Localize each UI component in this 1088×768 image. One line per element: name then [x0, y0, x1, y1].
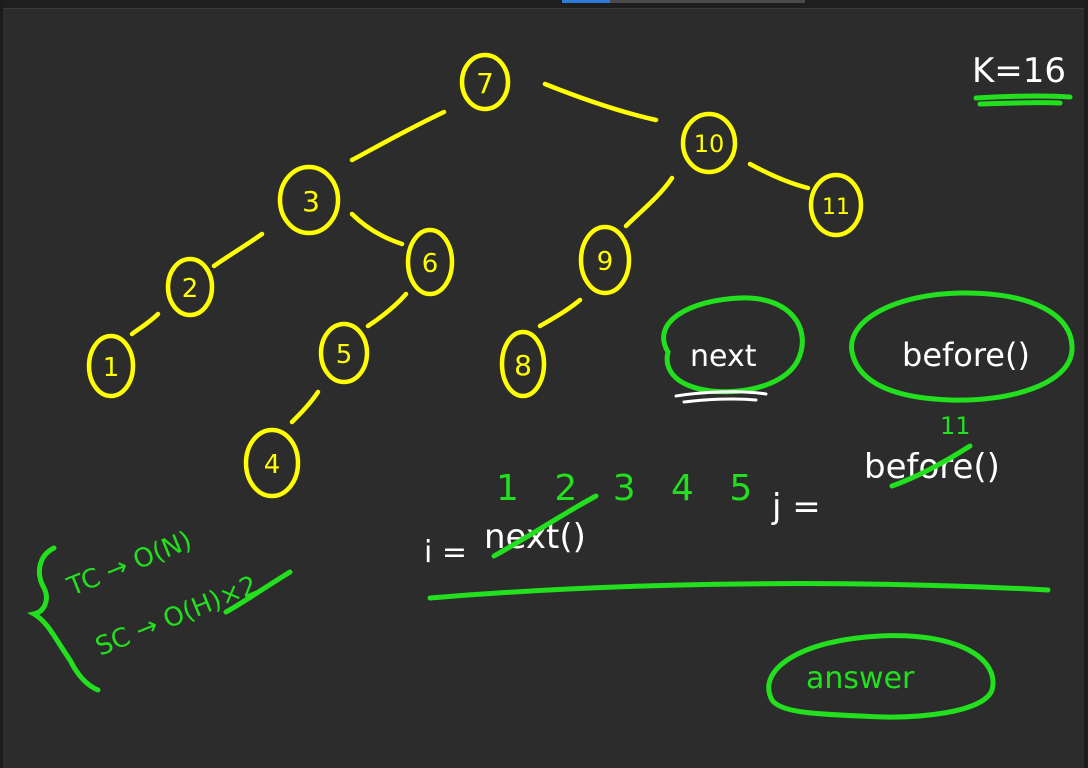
edge-9-8: [537, 297, 583, 329]
j-expression: j = before() 11: [771, 412, 1000, 527]
before-strikethrough: [889, 443, 973, 489]
edge-7-10: [542, 81, 659, 123]
tree-node-4: 4: [243, 427, 301, 499]
next-bubble: next: [661, 295, 805, 404]
tree-node-7: 7: [459, 52, 511, 112]
edge-10-11: [747, 161, 811, 191]
svg-text:8: 8: [514, 349, 532, 382]
height-underline: [223, 569, 293, 615]
k-underline: [973, 93, 1073, 101]
next-underline: [674, 390, 768, 398]
edge-10-9: [623, 175, 675, 229]
svg-text:K=16: K=16: [972, 51, 1066, 91]
tree-node-8: 8: [499, 329, 547, 399]
svg-text:j =: j =: [771, 487, 821, 527]
svg-text:i =: i =: [424, 535, 467, 570]
tree-node-11: 11: [808, 172, 864, 238]
tree-node-9: 9: [578, 224, 632, 296]
separator-line: [427, 581, 1051, 601]
tree-node-10: 10: [680, 111, 738, 175]
edge-3-2: [211, 231, 265, 269]
svg-text:11: 11: [940, 412, 971, 440]
svg-text:before(): before(): [902, 336, 1030, 374]
before-bubble-outline: [849, 290, 1075, 403]
edge-2-1: [129, 311, 161, 337]
complexity-note: TC → O(N) SC → O(H)×2: [26, 526, 293, 693]
tree-nodes: 7 3 10 2 6 9 1: [86, 52, 864, 499]
left-border: [0, 0, 3, 768]
edge-3-6: [349, 211, 405, 247]
answer-bubble-outline: [766, 633, 996, 720]
tree-node-3: 3: [277, 164, 341, 236]
svg-text:5: 5: [336, 340, 353, 370]
answer-bubble: answer: [766, 633, 996, 720]
i-expression: i = next() 1 2 3 4 5: [424, 468, 764, 570]
svg-text:TC → O(N): TC → O(N): [62, 526, 196, 603]
next-bubble-outline: [661, 295, 805, 395]
svg-text:1: 1: [103, 353, 120, 383]
svg-text:10: 10: [694, 130, 725, 158]
svg-text:1 2 3 4 5: 1 2 3 4 5: [496, 468, 764, 509]
active-tab-indicator[interactable]: [562, 0, 610, 3]
right-border: [1084, 0, 1088, 768]
svg-text:7: 7: [476, 67, 494, 100]
tree-node-5: 5: [318, 321, 370, 385]
tree-node-2: 2: [165, 256, 215, 318]
next-strikethrough: [491, 493, 599, 559]
svg-text:3: 3: [302, 185, 320, 218]
edge-5-4: [289, 389, 321, 425]
top-toolbar-strip: [0, 0, 1088, 9]
svg-text:11: 11: [822, 195, 850, 220]
tree-edges: [129, 81, 811, 425]
edge-7-3: [349, 109, 447, 163]
svg-text:answer: answer: [806, 661, 915, 696]
svg-text:next: next: [690, 339, 757, 374]
complexity-bracket: [26, 545, 101, 693]
scroll-track[interactable]: [610, 0, 805, 3]
edge-6-5: [365, 291, 409, 329]
svg-text:2: 2: [182, 274, 199, 304]
tree-node-6: 6: [405, 227, 455, 297]
before-bubble: before(): [849, 290, 1075, 403]
svg-text:6: 6: [422, 249, 439, 279]
svg-text:4: 4: [264, 450, 281, 480]
tree-node-1: 1: [86, 333, 136, 399]
k-value-note: K=16: [972, 51, 1073, 107]
svg-text:9: 9: [597, 247, 614, 277]
